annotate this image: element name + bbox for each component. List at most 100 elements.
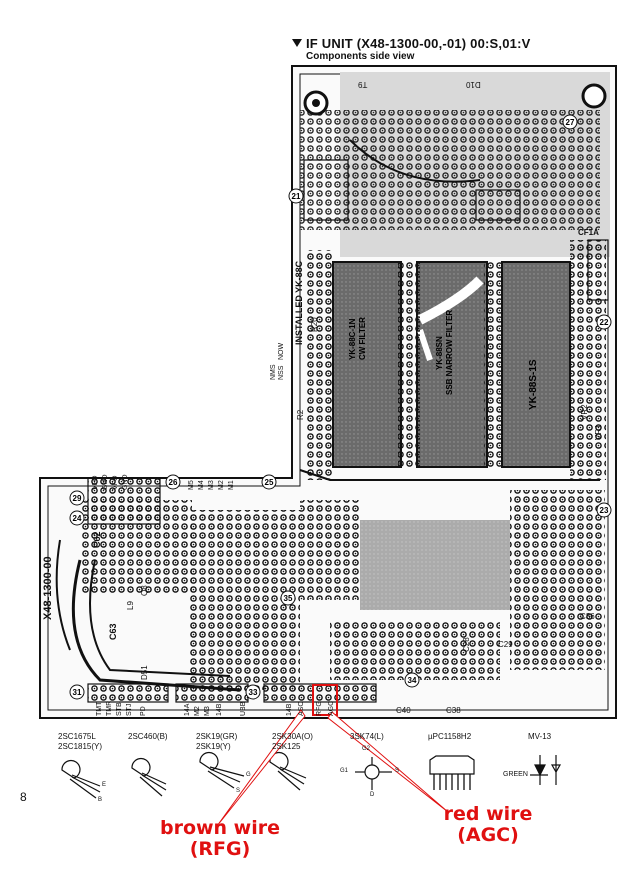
component-name-alt: 2SC1815(Y) (58, 742, 103, 751)
mode-label-1: NSS (278, 365, 285, 380)
component-name: 2SK30A(O) (272, 732, 313, 741)
part-label: VR1 (594, 424, 603, 440)
part-label: C38 (446, 706, 461, 715)
svg-text:26: 26 (169, 478, 178, 487)
pin-label: M1 (228, 480, 235, 490)
connector-top-left (87, 477, 161, 525)
svg-text:27: 27 (566, 118, 575, 127)
annotation-arrows (216, 709, 449, 827)
part-label: D51 (140, 665, 149, 680)
filter-label-ssbn: YK-88SN (435, 336, 444, 370)
part-label: C40 (396, 706, 411, 715)
part-label: D10 (466, 80, 481, 89)
component-symbols (61, 751, 562, 799)
pin-s: S (395, 768, 400, 774)
pin-d: D (370, 792, 375, 798)
pin-label: M2 (218, 480, 225, 490)
pin-label: M4 (198, 480, 205, 490)
led-color-label: GREEN (503, 771, 528, 778)
svg-text:25: 25 (265, 478, 274, 487)
svg-text:34: 34 (408, 676, 417, 685)
component-name: 3SK74(L) (350, 732, 384, 741)
part-label: CF1A (578, 228, 599, 237)
svg-text:29: 29 (73, 494, 82, 503)
part-label: C36 (580, 612, 595, 621)
part-label: VR2 (580, 404, 589, 420)
pin-label: TMR (106, 700, 113, 716)
board-code: X48-1300-00 (42, 556, 54, 620)
pin-g2: G2 (362, 746, 371, 752)
red-wire-annotation: red wire (AGC) (428, 804, 548, 846)
pin-label: 14A (184, 703, 191, 716)
part-label: R20 (310, 317, 319, 332)
mode-label-3: NMS (270, 364, 277, 380)
svg-text:23: 23 (600, 506, 609, 515)
part-label: R2 (296, 409, 305, 420)
connector-bottom-left (87, 683, 169, 703)
part-label: C29 (498, 640, 513, 649)
pin-label: PD (140, 706, 147, 716)
mode-label-2: NOW (278, 342, 285, 360)
pin-g1: G1 (340, 768, 349, 774)
pin-label: M2 (194, 706, 201, 716)
pin-label: ASC (298, 701, 305, 716)
filter-label-cw-sub: CW FILTER (358, 317, 367, 360)
highlight-box (312, 684, 338, 716)
filter-label-cw: YK-88C-1N (348, 318, 357, 360)
filter-label-ssb: YK-88S-1S (528, 359, 539, 410)
triangle-icon (292, 39, 302, 47)
pin-label: 14B (286, 703, 293, 716)
diagram-title: IF UNIT (X48-1300-00,-01) 00:S,01:V (292, 36, 530, 51)
component-name: 2SK19(GR) (196, 732, 238, 741)
pin-label: VFO (92, 475, 99, 490)
component-name: µPC1158H2 (428, 732, 472, 741)
brown-wire-label: brown wire (159, 817, 281, 839)
pin-label: M3 (208, 480, 215, 490)
pin-label: GND (122, 474, 129, 490)
filter-label-ssbn-sub: SSB NARROW FILTER (445, 309, 454, 395)
installed-label: INSTALLED YK-88C (294, 260, 304, 345)
svg-text:35: 35 (284, 594, 293, 603)
component-name: 2SC460(B) (128, 732, 168, 741)
svg-text:22: 22 (600, 318, 609, 327)
part-label: T9 (358, 80, 368, 89)
pin-label: STB (116, 702, 123, 716)
diagram-subtitle: Components side view (306, 51, 415, 62)
part-label: L9 (126, 601, 135, 610)
svg-text:21: 21 (292, 192, 301, 201)
svg-text:31: 31 (73, 688, 82, 697)
pin-label-rfg: RFG (316, 701, 323, 716)
pin-label-agc: AGC (328, 700, 335, 716)
pin-label: GND (102, 474, 109, 490)
page-number: 8 (20, 790, 27, 804)
part-label: C28 (462, 637, 471, 652)
pin-label: UBB (240, 701, 247, 716)
pin-label: TMT (96, 701, 103, 716)
part-label: Q8 (140, 585, 149, 596)
component-name: MV-13 (528, 732, 552, 741)
svg-text:33: 33 (249, 688, 258, 697)
pin-label: M3 (204, 706, 211, 716)
pin-b: B (98, 797, 103, 803)
red-wire-signal: (AGC) (457, 824, 519, 846)
connector-bottom-mid (175, 683, 377, 703)
component-name-alt: 2SK125 (272, 742, 301, 751)
brown-wire-annotation: brown wire (RFG) (150, 818, 290, 860)
pin-g: G (246, 772, 251, 778)
red-wire-label: red wire (443, 803, 533, 825)
pin-label: VFO (112, 475, 119, 490)
pin-s: S (236, 788, 241, 794)
component-name-alt: 2SK19(Y) (196, 742, 231, 751)
pin-label: STJ (126, 703, 133, 716)
pin-label: M5 (188, 480, 195, 490)
part-label: C62 (92, 531, 102, 548)
svg-text:24: 24 (73, 514, 82, 523)
component-name: 2SC1675L (58, 732, 96, 741)
brown-wire-signal: (RFG) (189, 838, 251, 860)
filter-block-cw (332, 261, 402, 468)
filter-block-ssb-wide (501, 261, 571, 468)
part-label: C63 (108, 623, 118, 640)
pin-label: 14B (216, 703, 223, 716)
pin-e: E (102, 782, 107, 788)
